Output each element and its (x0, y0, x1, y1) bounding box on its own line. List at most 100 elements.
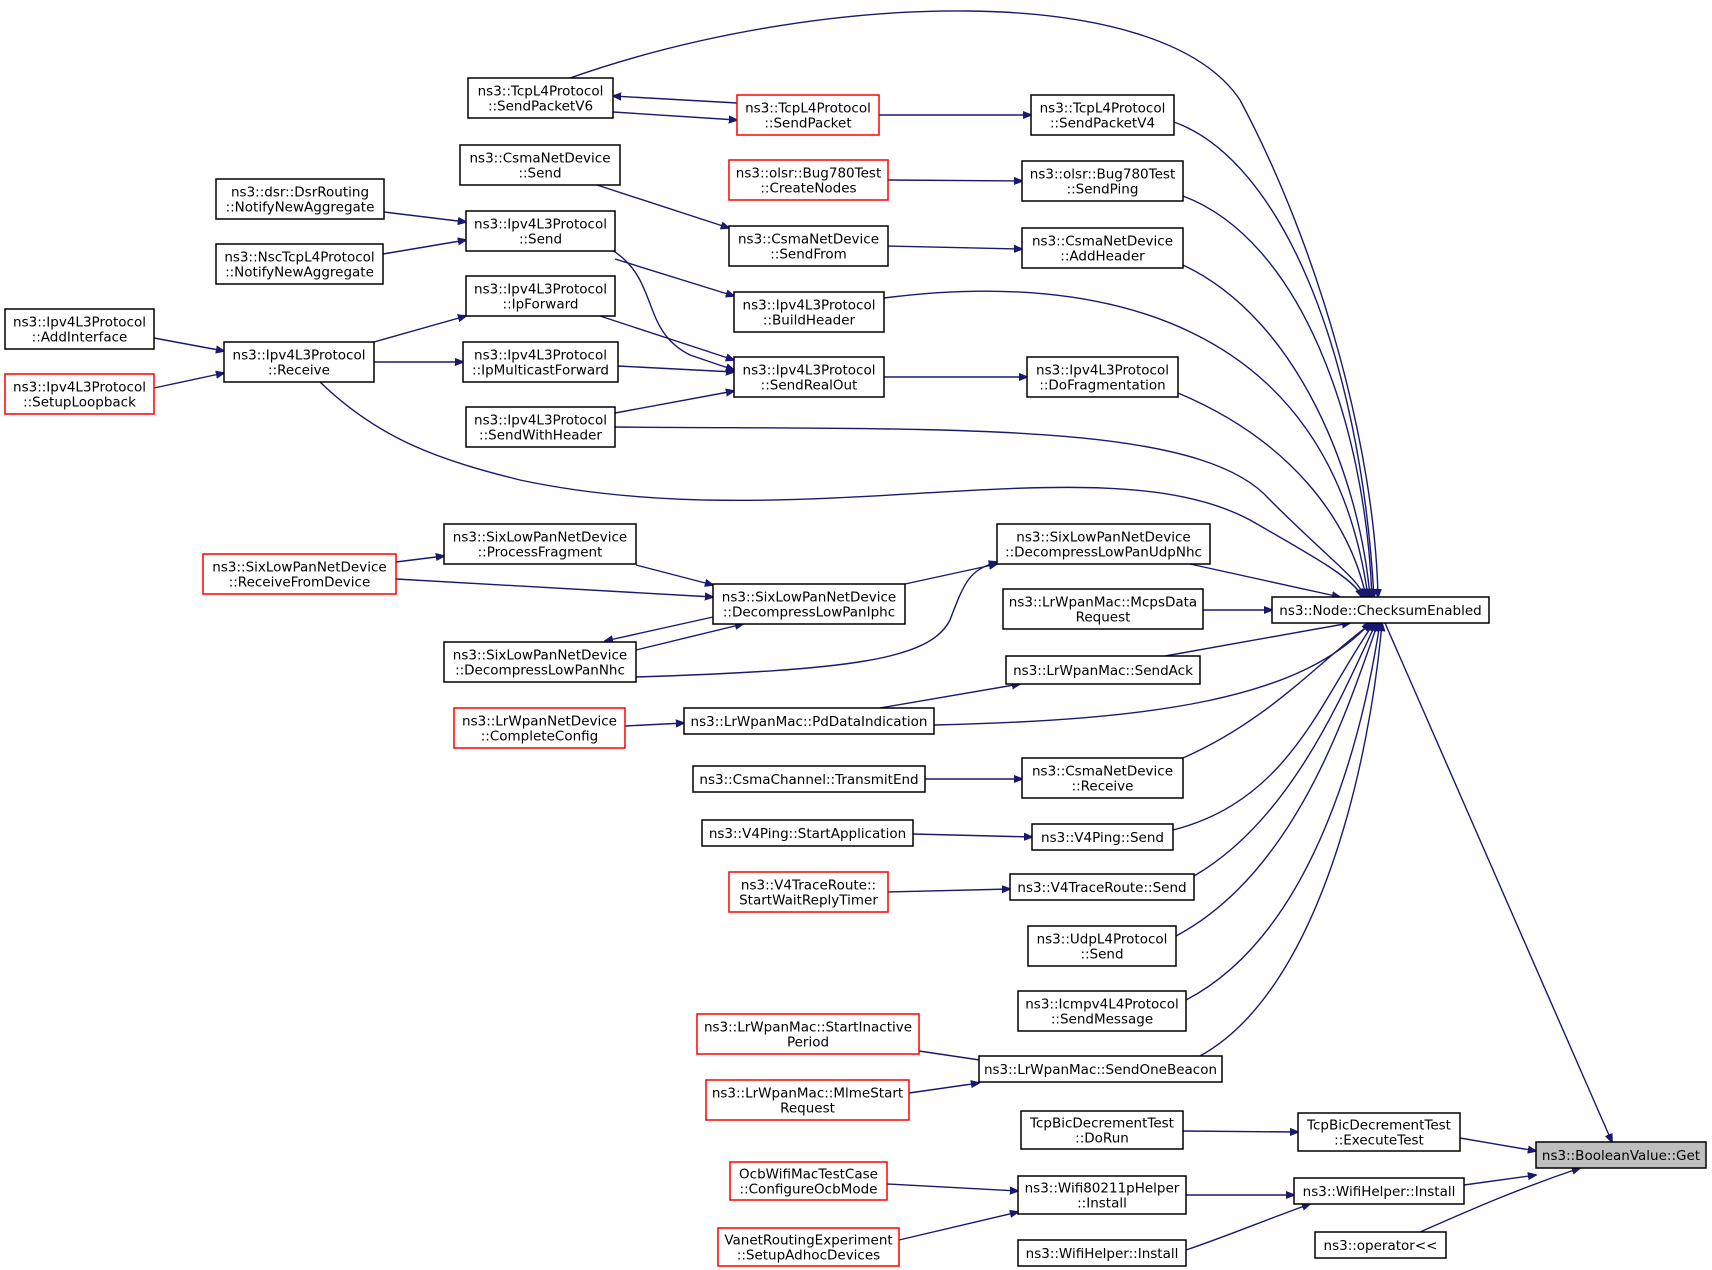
edge-ipv4_multicast-to-ipv4_sendrealout (617, 365, 734, 372)
node-ipv4-addinterface[interactable]: ns3::Ipv4L3Protocol::AddInterface (4, 308, 155, 350)
node-label-line: ::DecompressLowPanUdpNhc (1005, 545, 1202, 561)
node-root[interactable]: ns3::BooleanValue::Get (1535, 1141, 1707, 1169)
node-icmp[interactable]: ns3::Icmpv4L4Protocol::SendMessage (1017, 990, 1187, 1032)
edge-ipv4_addinterface-to-ipv4_receive (153, 337, 224, 351)
node-ipv4-send[interactable]: ns3::Ipv4L3Protocol::Send (465, 210, 616, 252)
node-tcp-v4[interactable]: ns3::TcpL4Protocol::SendPacketV4 (1030, 94, 1175, 136)
edge-tcpbic_exec-to-root (1459, 1137, 1536, 1151)
node-v4ping-send[interactable]: ns3::V4Ping::Send (1031, 823, 1174, 851)
node-wifi80211p[interactable]: ns3::Wifi80211pHelper::Install (1017, 1175, 1187, 1215)
edge-ipv4_sendwithheader-to-ipv4_sendrealout (614, 391, 734, 414)
node-ipv4-setuploopback[interactable]: ns3::Ipv4L3Protocol::SetupLoopback (4, 373, 155, 415)
node-sendonebeacon[interactable]: ns3::LrWpanMac::SendOneBeacon (978, 1055, 1223, 1083)
node-v4ping-start[interactable]: ns3::V4Ping::StartApplication (701, 819, 914, 847)
edge-udp_send-to-checksum (1175, 623, 1378, 937)
node-label-line: ns3::Ipv4L3Protocol (233, 348, 366, 364)
node-sixlow-recvfrom[interactable]: ns3::SixLowPanNetDevice::ReceiveFromDevi… (202, 553, 397, 595)
node-label-line: ns3::Ipv4L3Protocol (743, 298, 876, 314)
node-dsr[interactable]: ns3::dsr::DsrRouting::NotifyNewAggregate (215, 178, 385, 220)
node-ipv4-ipforward[interactable]: ns3::Ipv4L3Protocol::IpForward (465, 275, 616, 317)
node-csma-receive[interactable]: ns3::CsmaNetDevice::Receive (1021, 757, 1184, 799)
node-label-line: ::AddInterface (32, 330, 128, 346)
node-sixlow-procfrag[interactable]: ns3::SixLowPanNetDevice::ProcessFragment (443, 523, 637, 565)
node-nsc[interactable]: ns3::NscTcpL4Protocol::NotifyNewAggregat… (215, 243, 384, 285)
node-v4trace-start[interactable]: ns3::V4TraceRoute::StartWaitReplyTimer (728, 871, 889, 913)
node-label-line: ::SetupLoopback (23, 395, 136, 411)
node-ipv4-dofrag[interactable]: ns3::Ipv4L3Protocol::DoFragmentation (1026, 356, 1179, 398)
edge-ipv4_setuploopback-to-ipv4_receive (153, 373, 224, 389)
node-label-line: ns3::BooleanValue::Get (1542, 1148, 1700, 1164)
node-label-line: ns3::SixLowPanNetDevice (722, 590, 896, 606)
node-wifihelper-install2[interactable]: ns3::WifiHelper::Install (1017, 1239, 1187, 1267)
node-pddata[interactable]: ns3::LrWpanMac::PdDataIndication (683, 707, 935, 735)
edge-sixlow_udpnhc-to-checksum (1189, 563, 1340, 597)
node-label-line: ns3::CsmaNetDevice (469, 151, 610, 167)
node-box (4, 308, 155, 350)
node-vanet[interactable]: VanetRoutingExperiment::SetupAdhocDevice… (717, 1227, 900, 1267)
node-label-line: ns3::Ipv4L3Protocol (13, 315, 146, 331)
node-operator[interactable]: ns3::operator<< (1314, 1231, 1447, 1259)
node-csma-transmit[interactable]: ns3::CsmaChannel::TransmitEnd (692, 765, 926, 793)
edge-csma_sendfrom-to-csma_addheader (887, 246, 1022, 249)
edge-dsr-to-ipv4_send (383, 211, 466, 222)
edge-sendonebeacon-to-checksum (1199, 623, 1382, 1057)
node-label-line: ns3::CsmaNetDevice (738, 232, 879, 248)
node-box (1009, 873, 1195, 901)
node-box (465, 275, 616, 317)
node-label-line: ::SendMessage (1051, 1012, 1153, 1028)
node-label-line: Request (1076, 610, 1131, 626)
node-olsr-ping[interactable]: ns3::olsr::Bug780Test::SendPing (1021, 160, 1184, 202)
node-label-line: ns3::SixLowPanNetDevice (1016, 530, 1190, 546)
node-sendack[interactable]: ns3::LrWpanMac::SendAck (1005, 655, 1201, 685)
edge-wifihelper_install-to-root (1463, 1175, 1536, 1186)
node-olsr-create[interactable]: ns3::olsr::Bug780Test::CreateNodes (728, 159, 889, 201)
node-label-line: ns3::dsr::DsrRouting (231, 185, 369, 201)
node-sixlow-nhc[interactable]: ns3::SixLowPanNetDevice::DecompressLowPa… (443, 641, 637, 683)
node-ipv4-receive[interactable]: ns3::Ipv4L3Protocol::Receive (223, 341, 375, 383)
node-label-line: ns3::WifiHelper::Install (1303, 1184, 1456, 1200)
node-box (453, 707, 626, 749)
node-lrwpan-complete[interactable]: ns3::LrWpanNetDevice::CompleteConfig (453, 707, 626, 749)
node-box (1271, 596, 1490, 624)
node-ipv4-multicast[interactable]: ns3::Ipv4L3Protocol::IpMulticastForward (462, 341, 619, 383)
node-label-line: ns3::CsmaChannel::TransmitEnd (699, 772, 918, 788)
edge-sixlow_nhc-to-sixlow_udpnhc (635, 562, 997, 678)
node-sixlow-udpnhc[interactable]: ns3::SixLowPanNetDevice::DecompressLowPa… (996, 523, 1211, 565)
node-label-line: ::AddHeader (1060, 249, 1145, 265)
node-label-line: ns3::Ipv4L3Protocol (474, 282, 607, 298)
node-tcp-v6[interactable]: ns3::TcpL4Protocol::SendPacketV6 (467, 77, 614, 119)
node-csma-sendfrom[interactable]: ns3::CsmaNetDevice::SendFrom (728, 225, 889, 267)
node-box (696, 1013, 920, 1055)
node-label-line: ns3::Node::ChecksumEnabled (1279, 603, 1481, 619)
node-label-line: ::Send (518, 166, 561, 182)
node-sixlow-iphc[interactable]: ns3::SixLowPanNetDevice::DecompressLowPa… (712, 583, 906, 625)
node-box (733, 291, 885, 333)
node-box (733, 356, 885, 398)
node-box (459, 144, 621, 186)
edge-ipv4_send-to-ipv4_sendrealout (611, 249, 734, 370)
node-tcpbic-dorun[interactable]: TcpBicDecrementTest::DoRun (1020, 1110, 1184, 1150)
node-ipv4-sendrealout[interactable]: ns3::Ipv4L3Protocol::SendRealOut (733, 356, 885, 398)
edge-sixlow_recvfrom-to-sixlow_procfrag (395, 556, 444, 563)
node-label-line: StartWaitReplyTimer (739, 893, 878, 909)
node-ocb[interactable]: OcbWifiMacTestCase::ConfigureOcbMode (729, 1161, 888, 1201)
node-tcpbic-exec[interactable]: TcpBicDecrementTest::ExecuteTest (1297, 1112, 1461, 1152)
node-ipv4-buildheader[interactable]: ns3::Ipv4L3Protocol::BuildHeader (733, 291, 885, 333)
node-udp-send[interactable]: ns3::UdpL4Protocol::Send (1027, 925, 1177, 967)
node-label-line: ns3::CsmaNetDevice (1032, 764, 1173, 780)
edge-tcp_sendpacket-to-tcp_v6 (613, 96, 738, 104)
node-box (1314, 1231, 1447, 1259)
node-v4trace-send[interactable]: ns3::V4TraceRoute::Send (1009, 873, 1195, 901)
node-wifihelper-install[interactable]: ns3::WifiHelper::Install (1293, 1177, 1465, 1205)
node-ipv4-sendwithheader[interactable]: ns3::Ipv4L3Protocol::SendWithHeader (465, 406, 616, 448)
node-box (712, 583, 906, 625)
node-label-line: ns3::Wifi80211pHelper (1025, 1181, 1180, 1197)
node-csma-addheader[interactable]: ns3::CsmaNetDevice::AddHeader (1021, 227, 1184, 269)
node-tcp-sendpacket[interactable]: ns3::TcpL4Protocol::SendPacket (736, 94, 880, 136)
node-label-line: ns3::Ipv4L3Protocol (474, 413, 607, 429)
node-checksum[interactable]: ns3::Node::ChecksumEnabled (1271, 596, 1490, 624)
node-csma-send[interactable]: ns3::CsmaNetDevice::Send (459, 144, 621, 186)
